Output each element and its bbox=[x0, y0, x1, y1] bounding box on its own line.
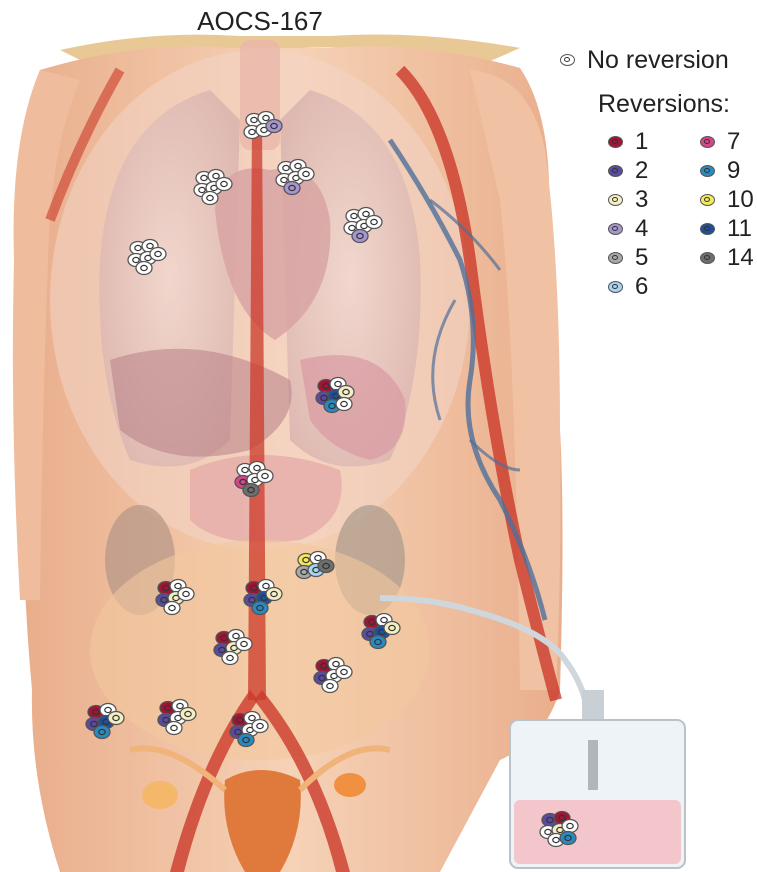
reversion-3-cell bbox=[108, 712, 124, 725]
reversion-9-cell bbox=[252, 602, 268, 615]
no-reversion-cell-icon bbox=[560, 54, 575, 66]
reversion-3-cell bbox=[384, 622, 400, 635]
reversion-6-cell-icon bbox=[608, 281, 623, 293]
legend-item-2: 2 bbox=[608, 156, 700, 185]
legend-item-label: 14 bbox=[727, 244, 754, 272]
legend-item-5: 5 bbox=[608, 243, 700, 272]
no-reversion-cell bbox=[222, 652, 238, 665]
reversion-3-cell bbox=[266, 588, 282, 601]
legend-item-label: 2 bbox=[635, 157, 648, 185]
reversion-4-cell bbox=[266, 120, 282, 133]
legend-item-label: 11 bbox=[727, 215, 752, 243]
no-reversion-cell bbox=[202, 192, 218, 205]
reversion-9-cell-icon bbox=[700, 165, 715, 177]
legend-item-label: 10 bbox=[727, 186, 754, 214]
legend-item-11: 11 bbox=[700, 214, 757, 243]
legend-item-label: 5 bbox=[635, 244, 648, 272]
legend-item-label: 6 bbox=[635, 273, 648, 301]
reversion-14-cell bbox=[243, 484, 259, 497]
legend-reversions-heading: Reversions: bbox=[598, 90, 757, 119]
reversion-4-cell bbox=[352, 230, 368, 243]
no-reversion-cell bbox=[336, 666, 352, 679]
no-reversion-cell bbox=[336, 398, 352, 411]
legend-no-reversion-label: No reversion bbox=[587, 46, 729, 75]
reversion-11-cell-icon bbox=[700, 223, 715, 235]
reversion-3-cell-icon bbox=[608, 194, 623, 206]
legend-item-7: 7 bbox=[700, 127, 757, 156]
reversion-9-cell bbox=[238, 734, 254, 747]
reversion-10-cell-icon bbox=[700, 194, 715, 206]
no-reversion-cell bbox=[178, 588, 194, 601]
reversion-2-cell-icon bbox=[608, 165, 623, 177]
legend-item-3: 3 bbox=[608, 185, 700, 214]
reversion-14-cell bbox=[318, 560, 334, 573]
no-reversion-cell bbox=[298, 168, 314, 181]
no-reversion-cell bbox=[366, 216, 382, 229]
reversion-4-cell bbox=[284, 182, 300, 195]
legend-item-label: 1 bbox=[635, 128, 648, 156]
no-reversion-cell bbox=[252, 720, 268, 733]
reversion-4-cell-icon bbox=[608, 223, 623, 235]
legend-item-14: 14 bbox=[700, 243, 757, 272]
reversion-9-cell bbox=[560, 832, 576, 845]
legend-item-label: 7 bbox=[727, 128, 740, 156]
no-reversion-cell bbox=[150, 248, 166, 261]
legend-item-10: 10 bbox=[700, 185, 757, 214]
no-reversion-cell bbox=[164, 602, 180, 615]
legend-item-6: 6 bbox=[608, 272, 700, 301]
reversion-3-cell bbox=[180, 708, 196, 721]
legend-no-reversion: No reversion bbox=[560, 42, 757, 78]
left-ovary bbox=[334, 773, 366, 797]
legend-item-4: 4 bbox=[608, 214, 700, 243]
legend-item-9: 9 bbox=[700, 156, 757, 185]
no-reversion-cell bbox=[257, 470, 273, 483]
reversion-14-cell-icon bbox=[700, 252, 715, 264]
no-reversion-cell bbox=[236, 638, 252, 651]
legend: No reversion Reversions: 1 7 2 9 3 10 4 11 5 14 6 bbox=[560, 42, 757, 301]
no-reversion-cell bbox=[166, 722, 182, 735]
legend-item-label: 9 bbox=[727, 157, 740, 185]
no-reversion-cell bbox=[562, 820, 578, 833]
reversion-5-cell-icon bbox=[608, 252, 623, 264]
reversion-1-cell-icon bbox=[608, 136, 623, 148]
right-ovary bbox=[142, 781, 178, 809]
no-reversion-cell bbox=[322, 680, 338, 693]
legend-item-label: 4 bbox=[635, 215, 648, 243]
reversion-3-cell bbox=[338, 386, 354, 399]
sample-title: AOCS-167 bbox=[0, 6, 520, 37]
reversion-9-cell bbox=[94, 726, 110, 739]
reversion-7-cell-icon bbox=[700, 136, 715, 148]
legend-reversion-list: 1 7 2 9 3 10 4 11 5 14 6 bbox=[608, 127, 757, 301]
reversion-9-cell bbox=[370, 636, 386, 649]
no-reversion-cell bbox=[136, 262, 152, 275]
legend-item-label: 3 bbox=[635, 186, 648, 214]
pancreas bbox=[190, 455, 342, 543]
legend-item-1: 1 bbox=[608, 127, 700, 156]
no-reversion-cell bbox=[216, 178, 232, 191]
